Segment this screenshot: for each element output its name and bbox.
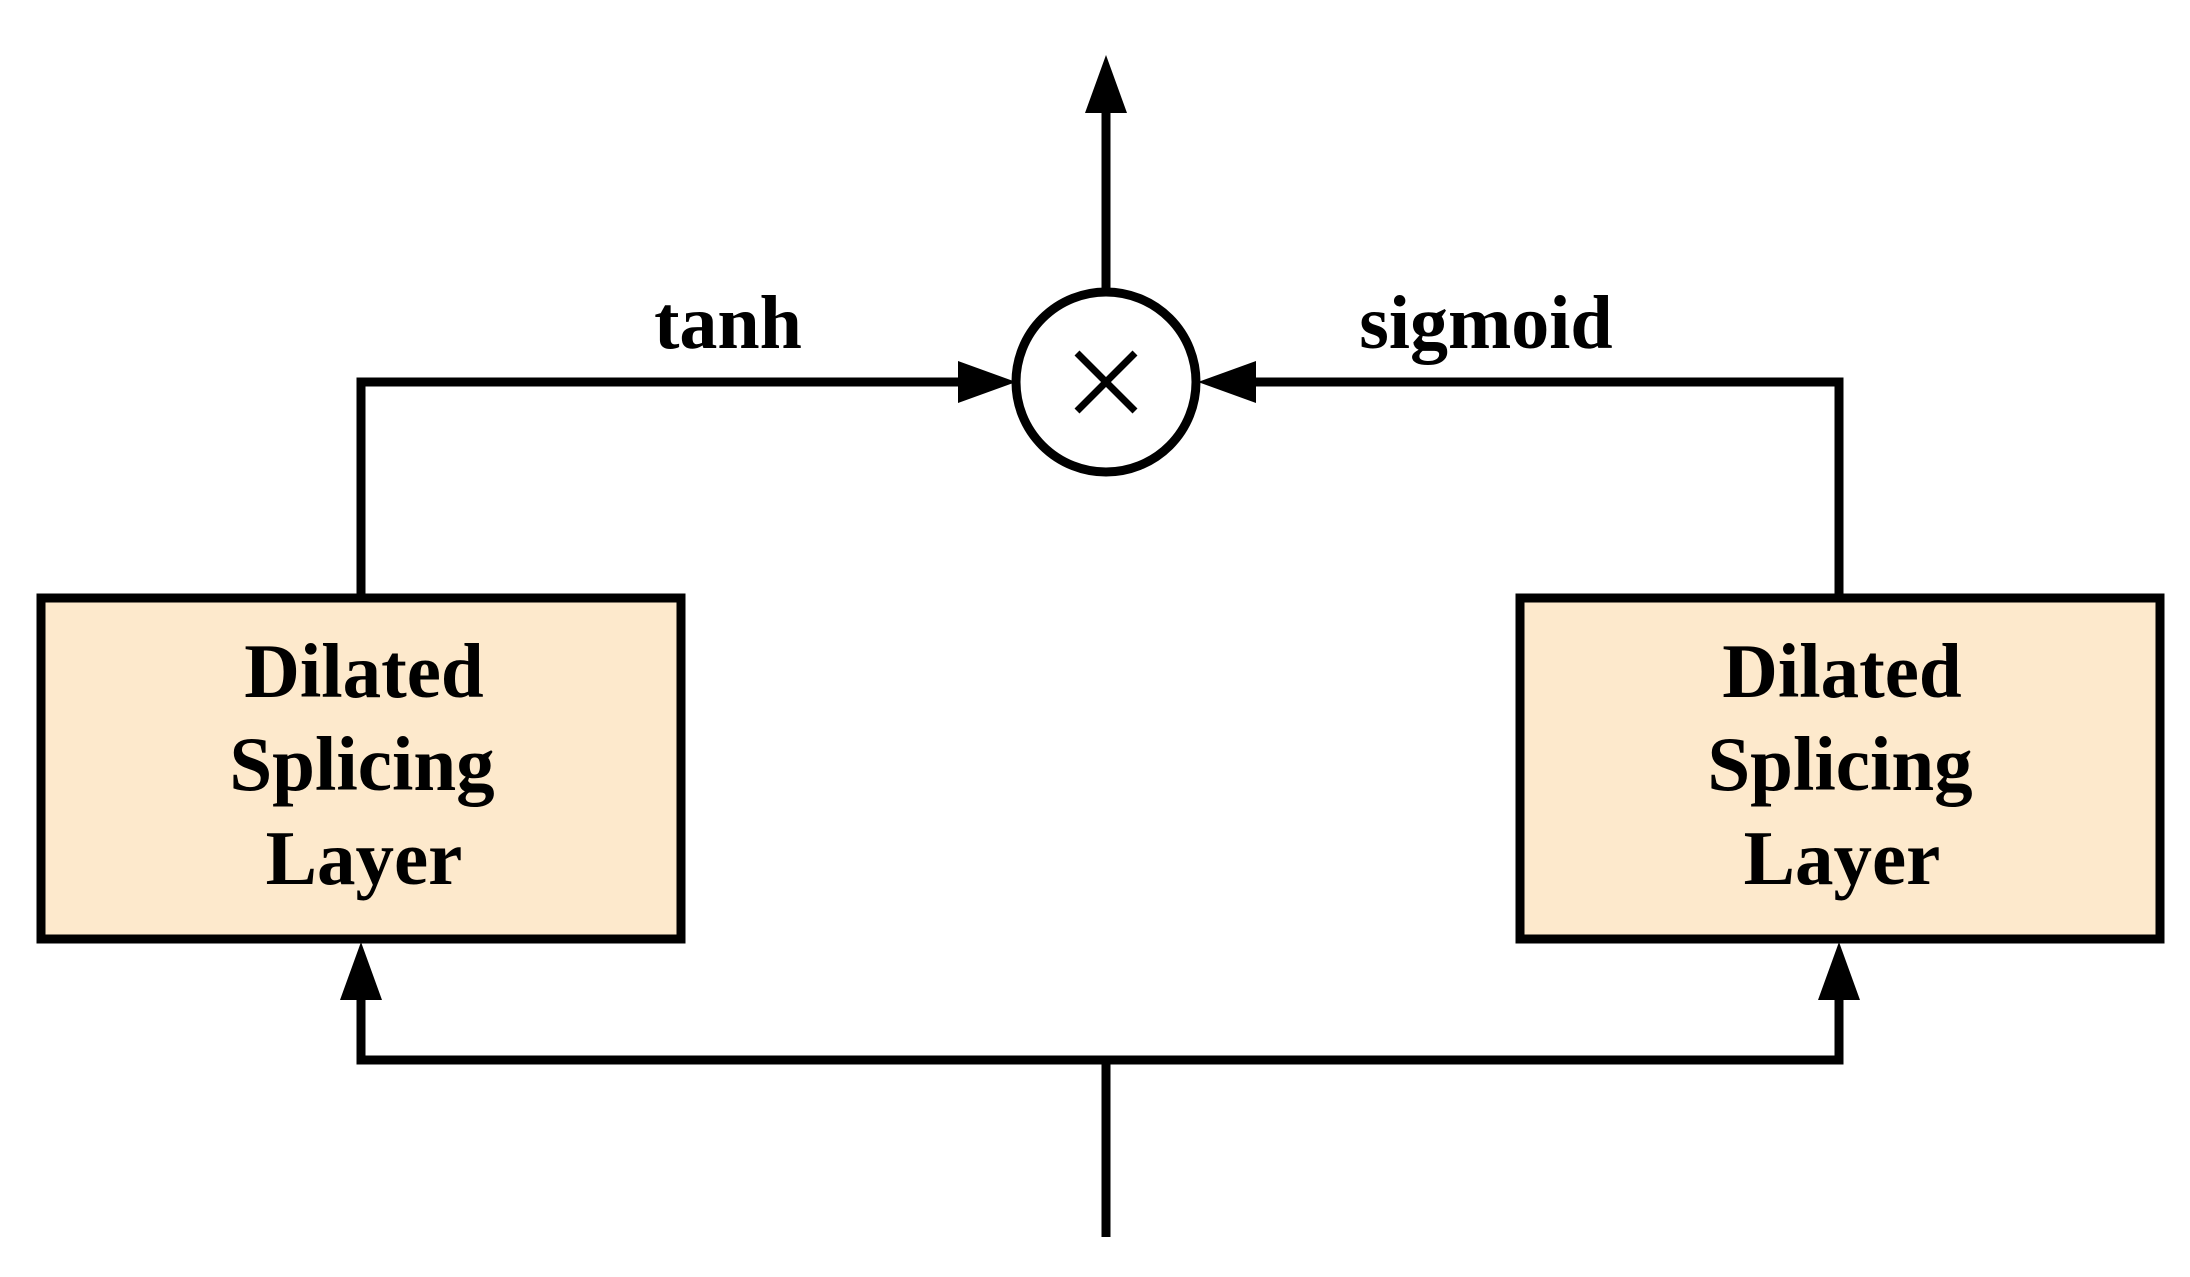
- right-input-arrowhead: [1818, 942, 1860, 1000]
- left-block-label-line3: Layer: [266, 815, 463, 901]
- output-arrowhead: [1085, 55, 1127, 113]
- left-block-label-line1: Dilated: [244, 628, 484, 714]
- tanh-arrowhead: [958, 361, 1016, 403]
- right-dilated-splicing-block: Dilated Splicing Layer: [1515, 593, 2165, 944]
- left-block-box: [36, 593, 686, 944]
- multiply-node: [1011, 287, 1201, 477]
- right-block-label-line2: Splicing: [1707, 721, 1972, 807]
- right-block-label-line3: Layer: [1744, 815, 1941, 901]
- left-block-label-line2: Splicing: [229, 721, 494, 807]
- sigmoid-path: [1255, 377, 1844, 594]
- right-block-box: [1515, 593, 2165, 944]
- right-block-label-line1: Dilated: [1722, 628, 1962, 714]
- sigmoid-label: sigmoid: [1359, 281, 1612, 365]
- left-dilated-splicing-block: Dilated Splicing Layer: [36, 593, 686, 944]
- left-input-arrowhead: [340, 942, 382, 1000]
- sigmoid-arrowhead: [1198, 361, 1256, 403]
- multiply-icon: [1074, 350, 1138, 414]
- tanh-path: [356, 377, 960, 594]
- tanh-label: tanh: [654, 281, 802, 365]
